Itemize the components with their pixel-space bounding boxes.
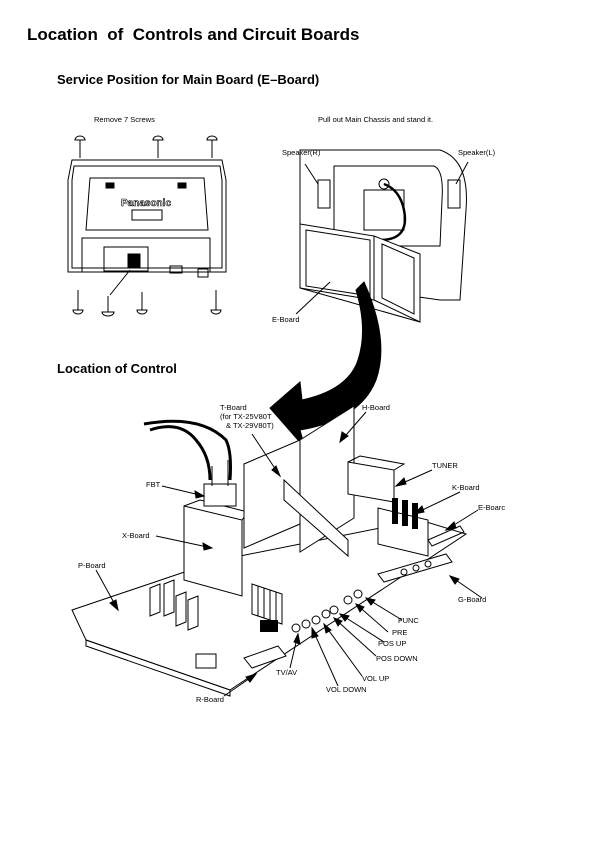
label-pboard: P-Board: [78, 561, 106, 570]
page-title: Location of Controls and Circuit Boards: [27, 25, 360, 44]
brand-logo: Panasonic: [121, 198, 171, 209]
label-tboard-note-1: (for TX-25V80T: [220, 412, 272, 421]
label-pos-up: POS UP: [378, 639, 407, 648]
label-eboard-control: E-Boarc: [478, 503, 506, 512]
tv-rear-view: Panasonic: [67, 135, 227, 317]
label-hboard: H-Board: [362, 403, 390, 412]
section-heading-control: Location of Control: [57, 361, 177, 376]
control-layout-diagram: [71, 405, 483, 697]
section-heading-service: Service Position for Main Board (E–Board…: [57, 72, 320, 87]
label-vol-down: VOL DOWN: [326, 685, 367, 694]
label-pre: PRE: [392, 628, 408, 637]
label-rboard: R-Board: [196, 695, 224, 704]
label-speaker-r: Speaker(R): [282, 148, 321, 157]
label-func: FUNC: [398, 616, 419, 625]
label-tboard-note-2: & TX-29V80T): [226, 421, 274, 430]
label-vol-up: VOL UP: [362, 674, 390, 683]
label-tuner: TUNER: [432, 461, 458, 470]
label-tv-av: TV/AV: [276, 668, 298, 677]
label-gboard: G-Board: [458, 595, 487, 604]
label-pull-out: Pull out Main Chassis and stand it.: [318, 115, 434, 124]
label-xboard: X-Board: [122, 531, 150, 540]
label-remove-screws: Remove 7 Screws: [94, 115, 155, 124]
chassis-pulled-out: [295, 149, 469, 323]
label-tboard: T-Board: [220, 403, 247, 412]
label-eboard-service: E-Board: [272, 315, 300, 324]
label-speaker-l: Speaker(L): [458, 148, 496, 157]
label-kboard: K-Board: [452, 483, 480, 492]
label-fbt: FBT: [146, 480, 161, 489]
transition-arrow: [269, 281, 382, 449]
label-pos-down: POS DOWN: [376, 654, 418, 663]
